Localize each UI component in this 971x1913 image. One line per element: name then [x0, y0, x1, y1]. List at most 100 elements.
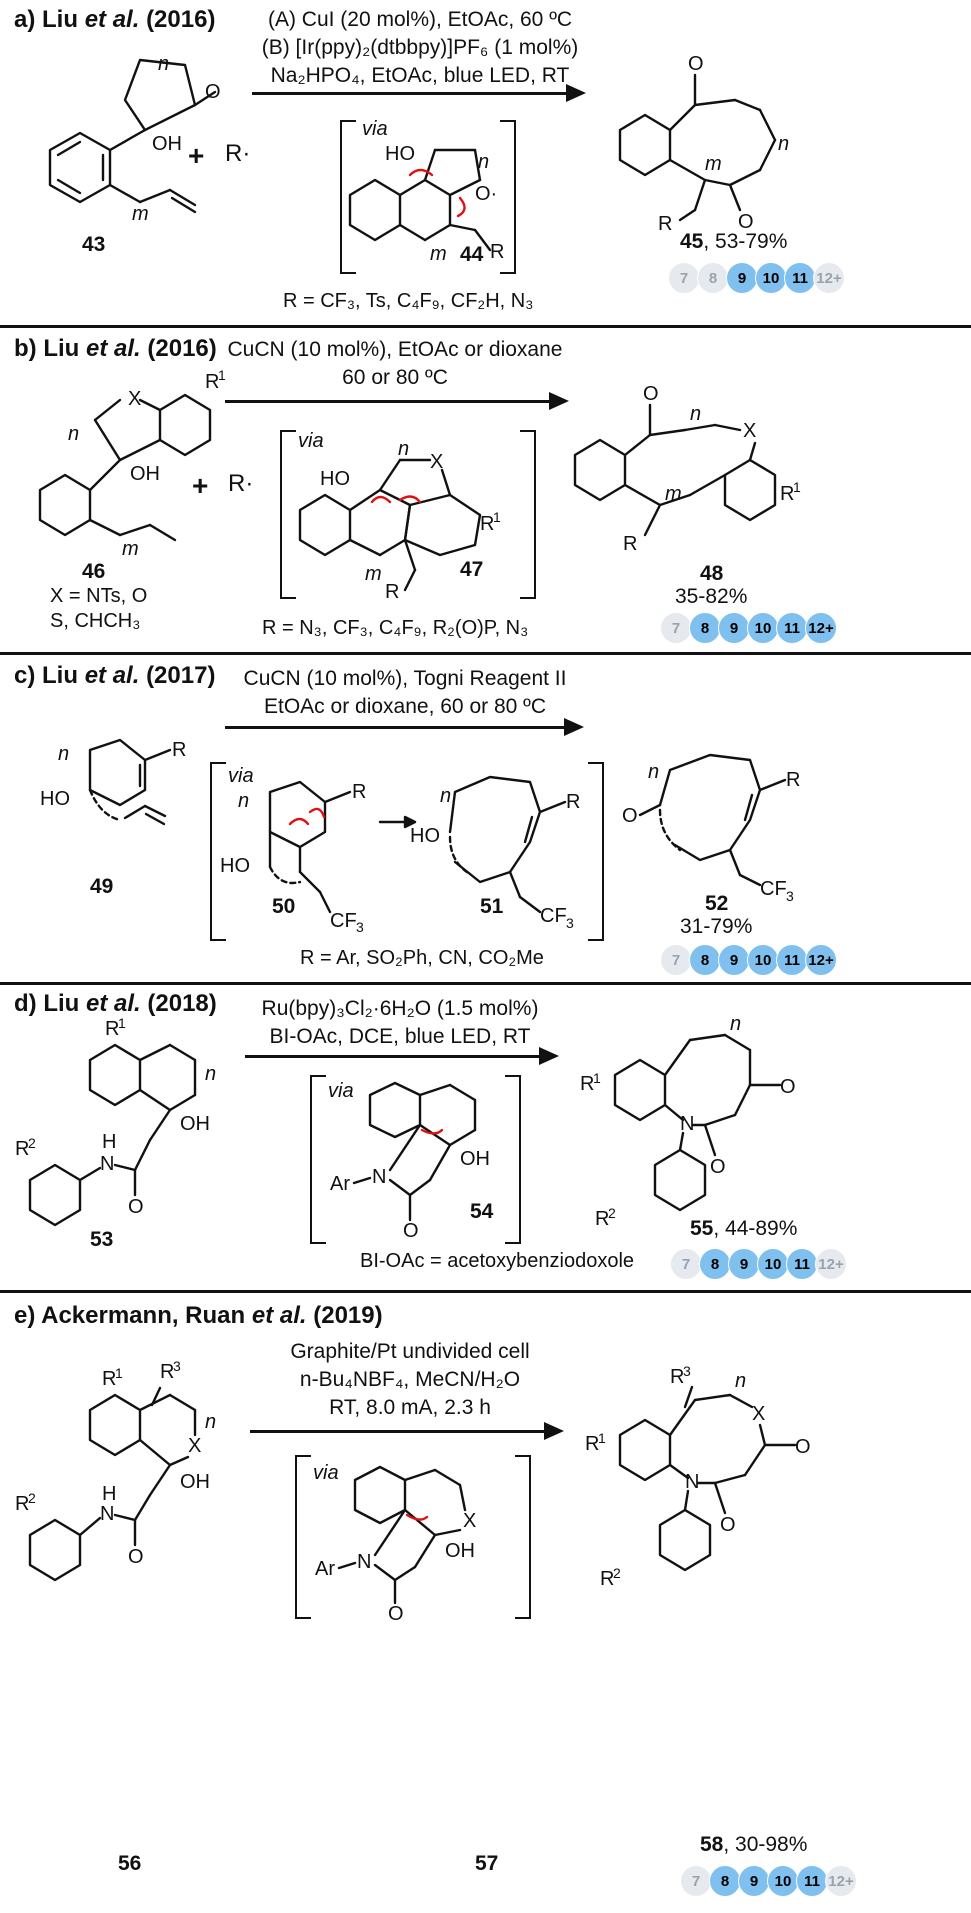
- separator-3: [0, 982, 971, 985]
- bracket-right-e: [515, 1455, 531, 1619]
- panel-b-arrow: [225, 392, 569, 410]
- svg-text:3: 3: [566, 915, 574, 931]
- svg-text:CF: CF: [540, 905, 567, 927]
- svg-text:R: R: [585, 1433, 599, 1455]
- bracket-left-a: [340, 120, 356, 274]
- bracket-left-c: [210, 762, 226, 941]
- intermediate-57-structure: X OH N O Ar: [315, 1465, 476, 1625]
- svg-text:CF: CF: [330, 910, 357, 932]
- compound-56-label: 56: [118, 1852, 142, 1875]
- svg-text:1: 1: [118, 1015, 126, 1031]
- svg-text:3: 3: [683, 1363, 691, 1379]
- bracket-right-d: [505, 1075, 521, 1244]
- panel-c-conditions: CuCN (10 mol%), Togni Reagent II EtOAc o…: [243, 667, 567, 718]
- ring-size-badge: 9: [728, 1248, 760, 1280]
- svg-text:R: R: [786, 769, 800, 791]
- panel-a-label: a) Liu et al. (2016): [14, 6, 216, 33]
- ring-size-badge: 7: [660, 944, 692, 976]
- svg-text:O: O: [795, 1436, 811, 1458]
- svg-text:1: 1: [493, 509, 501, 525]
- svg-text:m: m: [132, 203, 149, 225]
- svg-text:X: X: [128, 388, 141, 410]
- ring-size-badge: 10: [757, 1248, 789, 1280]
- svg-text:N: N: [680, 1113, 694, 1135]
- svg-text:n: n: [478, 151, 489, 173]
- compound-57-label: 57: [475, 1852, 499, 1875]
- ring-size-badge: 12+: [813, 262, 845, 294]
- panel-e-conditions: Graphite/Pt undivided cell n-Bu₄NBF₄, Me…: [290, 1340, 530, 1419]
- svg-text:1: 1: [218, 367, 226, 383]
- ring-size-badge: 7: [668, 262, 700, 294]
- svg-text:1: 1: [593, 1070, 601, 1086]
- svg-text:H: H: [102, 1131, 116, 1153]
- svg-text:n: n: [205, 1063, 216, 1085]
- ring-size-badge: 8: [689, 944, 721, 976]
- svg-text:OH: OH: [130, 463, 160, 485]
- svg-text:OH: OH: [180, 1113, 210, 1135]
- ring-size-badge: 10: [747, 612, 779, 644]
- svg-text:OH: OH: [152, 133, 182, 155]
- svg-text:3: 3: [786, 888, 794, 904]
- via-label-d: via: [328, 1080, 354, 1102]
- svg-text:X: X: [463, 1510, 476, 1532]
- via-label-c: via: [228, 765, 254, 787]
- panel-a-arrow: [252, 84, 586, 102]
- ring-size-badge: 11: [786, 1248, 818, 1280]
- svg-text:R: R: [670, 1366, 684, 1388]
- svg-text:R: R: [15, 1138, 29, 1160]
- product-58-structure: X O O N R1 R3 R2 n: [585, 1363, 811, 1590]
- substrate-49-structure: R HO n: [40, 738, 186, 826]
- svg-text:X: X: [188, 1435, 201, 1457]
- via-label-b: via: [298, 430, 324, 452]
- ring-size-badge: 8: [689, 612, 721, 644]
- plus-sign-a: +: [188, 140, 205, 171]
- separator-2: [0, 652, 971, 655]
- ring-size-badge: 7: [680, 1865, 712, 1897]
- ring-size-badge: 12+: [805, 612, 837, 644]
- svg-text:R: R: [102, 1368, 116, 1390]
- compound-53-label: 53: [90, 1228, 114, 1251]
- bi-oac-note: BI-OAc = acetoxybenziodoxole: [360, 1250, 635, 1272]
- intermediate-47-structure: X R1 HO R n m: [298, 438, 501, 603]
- bracket-left-d: [310, 1075, 326, 1244]
- svg-text:OH: OH: [460, 1148, 490, 1170]
- compound-48-label: 48: [700, 562, 724, 585]
- svg-text:n: n: [158, 53, 169, 75]
- bracket-right-c: [588, 762, 604, 941]
- product-45-yield: 45, 53-79%: [680, 230, 788, 253]
- svg-text:2: 2: [613, 1565, 621, 1581]
- ring-size-badge: 8: [699, 1248, 731, 1280]
- svg-text:1: 1: [598, 1430, 606, 1446]
- svg-text:O: O: [205, 81, 221, 103]
- svg-text:OH: OH: [180, 1471, 210, 1493]
- svg-text:R: R: [172, 739, 186, 761]
- svg-text:O: O: [388, 1603, 404, 1625]
- svg-text:OH: OH: [445, 1540, 475, 1562]
- radical-r-b: R·: [228, 470, 254, 497]
- svg-text:O: O: [128, 1196, 144, 1218]
- ring-size-badge: 7: [670, 1248, 702, 1280]
- panel-a-conditions: (A) CuI (20 mol%), EtOAc, 60 ºC (B) [Ir(…: [261, 8, 579, 87]
- svg-text:R: R: [490, 241, 504, 263]
- ring-size-badge: 11: [776, 944, 808, 976]
- ring-size-badge: 10: [747, 944, 779, 976]
- product-55-yield: 55, 44-89%: [690, 1217, 798, 1240]
- product-48-structure: O X R R1 n m: [573, 383, 801, 555]
- svg-text:X: X: [743, 420, 756, 442]
- svg-text:N: N: [685, 1471, 699, 1493]
- svg-text:m: m: [430, 243, 447, 265]
- substrate-43-structure: O OH n m: [48, 53, 221, 225]
- svg-text:3: 3: [173, 1358, 181, 1374]
- bracket-left-b: [280, 430, 296, 599]
- r-group-note-b: R = N₃, CF₃, C₄F₉, R₂(O)P, N₃: [262, 617, 529, 639]
- svg-text:R: R: [623, 533, 637, 555]
- x-group-note-line2: S, CHCH₃: [50, 610, 141, 632]
- svg-text:N: N: [372, 1166, 386, 1188]
- svg-text:n: n: [68, 423, 79, 445]
- panel-c-arrow: [225, 718, 584, 736]
- ring-size-badge: 11: [776, 612, 808, 644]
